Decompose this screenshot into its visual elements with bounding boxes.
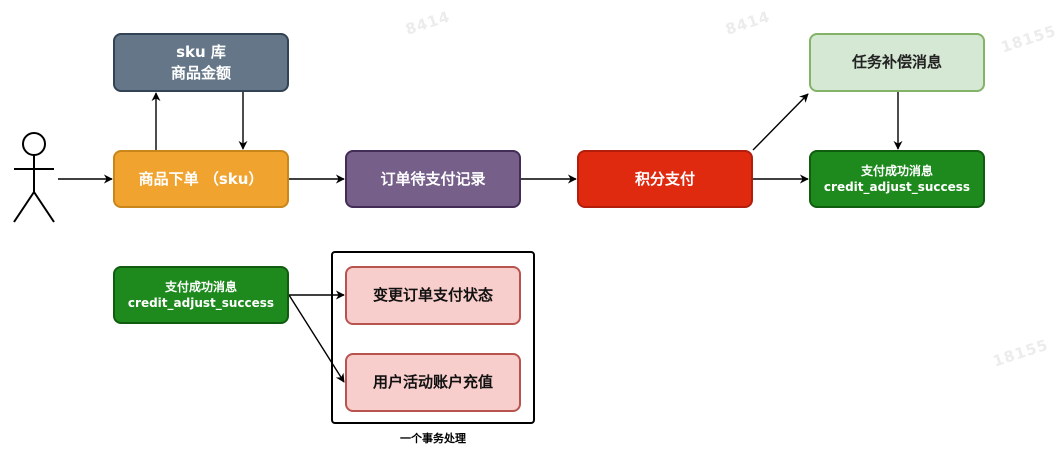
node-points-pay: 积分支付 [577,150,753,208]
node-pay-success-bottom: 支付成功消息 credit_adjust_success [113,266,289,324]
node-pay-success-bottom-line1: 支付成功消息 [164,279,237,294]
node-task-compensation: 任务补偿消息 [809,33,985,92]
node-recharge-label: 用户活动账户充值 [372,373,493,392]
node-sku-store: sku 库 商品金额 [113,33,289,92]
transaction-label: 一个事务处理 [400,432,466,445]
node-sku-store-line1: sku 库 [176,43,226,62]
edge-pay-to-task [752,93,809,151]
node-pending-record: 订单待支付记录 [345,150,521,208]
transaction-frame [331,251,535,424]
node-place-order-label: 商品下单 （sku） [138,169,264,188]
node-pay-success-bottom-line2: credit_adjust_success [127,296,275,310]
node-points-pay-label: 积分支付 [634,169,695,188]
actor-icon [13,132,55,223]
node-change-status-label: 变更订单支付状态 [372,286,493,305]
node-change-status: 变更订单支付状态 [345,266,521,325]
node-place-order: 商品下单 （sku） [113,150,289,208]
node-pay-success-top: 支付成功消息 credit_adjust_success [809,150,985,208]
node-pending-record-label: 订单待支付记录 [380,169,486,188]
node-pay-success-top-line2: credit_adjust_success [823,180,971,194]
node-task-compensation-label: 任务补偿消息 [851,53,942,72]
node-pay-success-top-line1: 支付成功消息 [860,163,933,178]
node-sku-store-line2: 商品金额 [170,63,231,82]
edge-success-to-recharge [288,294,345,383]
node-recharge: 用户活动账户充值 [345,353,521,412]
